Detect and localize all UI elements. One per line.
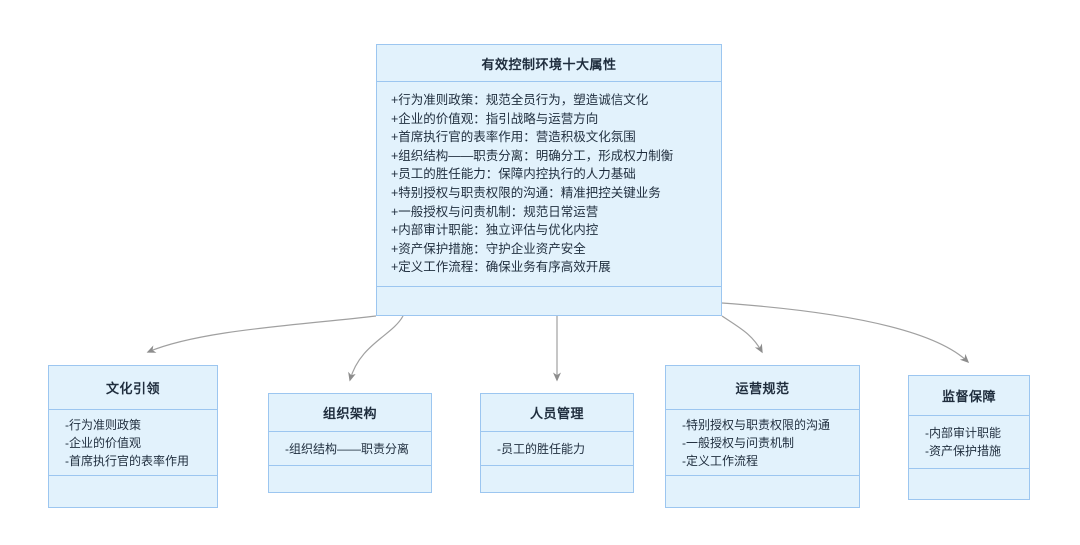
node-item: -组织结构——职责分离 (285, 441, 409, 456)
root-item: +首席执行官的表率作用：营造积极文化氛围 (391, 130, 636, 145)
node-title: 组织架构 (269, 394, 431, 432)
connector-to-运营规范 (721, 315, 763, 354)
node-item: -首席执行官的表率作用 (65, 453, 189, 468)
root-item: +一般授权与问责机制：规范日常运营 (391, 204, 599, 219)
root-item: +行为准则政策：规范全员行为，塑造诚信文化 (391, 93, 649, 108)
connector-to-文化引领 (146, 315, 377, 353)
node-operation-standards[interactable]: 运营规范 -特别授权与职责权限的沟通 -一般授权与问责机制 -定义工作流程 (665, 365, 860, 508)
node-item: -企业的价值观 (65, 435, 141, 450)
node-body: -内部审计职能 -资产保护措施 (909, 416, 1029, 469)
node-item: -内部审计职能 (925, 426, 1001, 440)
root-item: +定义工作流程：确保业务有序高效开展 (391, 260, 611, 275)
root-node-body: +行为准则政策：规范全员行为，塑造诚信文化 +企业的价值观：指引战略与运营方向 … (377, 82, 721, 287)
node-title: 运营规范 (666, 366, 859, 410)
root-node[interactable]: 有效控制环境十大属性 +行为准则政策：规范全员行为，塑造诚信文化 +企业的价值观… (376, 44, 722, 316)
node-item: -一般授权与问责机制 (682, 435, 794, 450)
node-footer (481, 466, 633, 492)
node-footer (909, 469, 1029, 499)
node-supervision-assurance[interactable]: 监督保障 -内部审计职能 -资产保护措施 (908, 375, 1030, 500)
connector-to-组织架构 (348, 315, 404, 382)
node-culture-leadership[interactable]: 文化引领 -行为准则政策 -企业的价值观 -首席执行官的表率作用 (48, 365, 218, 508)
node-item: -员工的胜任能力 (497, 441, 585, 456)
node-title: 文化引领 (49, 366, 217, 410)
root-item: +企业的价值观：指引战略与运营方向 (391, 111, 599, 126)
node-personnel-management[interactable]: 人员管理 -员工的胜任能力 (480, 393, 634, 493)
node-body: -行为准则政策 -企业的价值观 -首席执行官的表率作用 (49, 410, 217, 476)
root-node-footer (377, 287, 721, 315)
node-item: -特别授权与职责权限的沟通 (682, 417, 830, 432)
node-item: -定义工作流程 (682, 453, 758, 468)
node-body: -特别授权与职责权限的沟通 -一般授权与问责机制 -定义工作流程 (666, 410, 859, 476)
root-item: +资产保护措施：守护企业资产安全 (391, 241, 586, 256)
node-footer (269, 466, 431, 492)
connector-to-监督保障 (721, 302, 970, 364)
node-item: -资产保护措施 (925, 444, 1001, 458)
node-title: 监督保障 (909, 376, 1029, 416)
node-footer (49, 476, 217, 507)
root-item: +特别授权与职责权限的沟通：精准把控关键业务 (391, 186, 661, 200)
node-title: 人员管理 (481, 394, 633, 432)
root-item: +组织结构——职责分离：明确分工，形成权力制衡 (391, 148, 674, 163)
root-item: +员工的胜任能力：保障内控执行的人力基础 (391, 167, 636, 182)
node-body: -组织结构——职责分离 (269, 432, 431, 466)
node-item: -行为准则政策 (65, 417, 141, 432)
node-organization-structure[interactable]: 组织架构 -组织结构——职责分离 (268, 393, 432, 493)
node-footer (666, 476, 859, 507)
node-body: -员工的胜任能力 (481, 432, 633, 466)
root-node-title: 有效控制环境十大属性 (377, 45, 721, 82)
root-item: +内部审计职能：独立评估与优化内控 (391, 223, 599, 238)
